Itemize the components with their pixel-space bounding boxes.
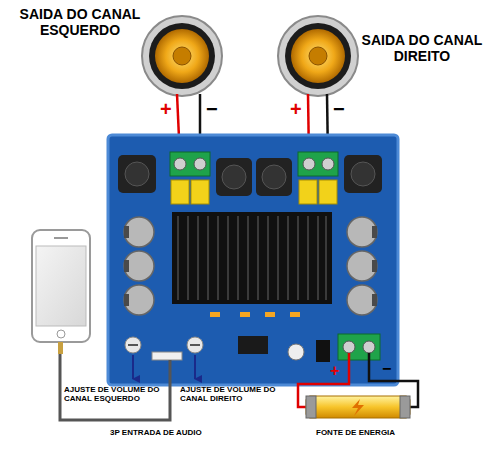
input-label: 3P ENTRADA DE AUDIO xyxy=(110,428,240,437)
polarity-mark: + xyxy=(290,98,302,121)
channel-title: SAIDA DO CANAL ESQUERDO xyxy=(10,6,150,38)
amplifier-board xyxy=(108,135,398,385)
volume-label: AJUSTE DE VOLUME DO CANAL DIREITO xyxy=(180,385,292,403)
polarity-mark: − xyxy=(382,360,391,378)
polarity-mark: + xyxy=(330,362,339,380)
smartphone xyxy=(32,230,90,354)
polarity-mark: − xyxy=(206,98,218,121)
left-speaker xyxy=(142,16,222,96)
battery xyxy=(306,396,410,418)
audio-cable xyxy=(60,354,170,420)
polarity-mark: + xyxy=(160,98,172,121)
channel-title: SAIDA DO CANAL DIREITO xyxy=(352,32,492,64)
polarity-mark: − xyxy=(333,98,345,121)
right-speaker xyxy=(278,16,358,96)
power-label: FONTE DE ENERGIA xyxy=(316,428,426,437)
volume-label: AJUSTE DE VOLUME DO CANAL ESQUERDO xyxy=(64,385,166,403)
volume-arrows xyxy=(133,355,195,379)
